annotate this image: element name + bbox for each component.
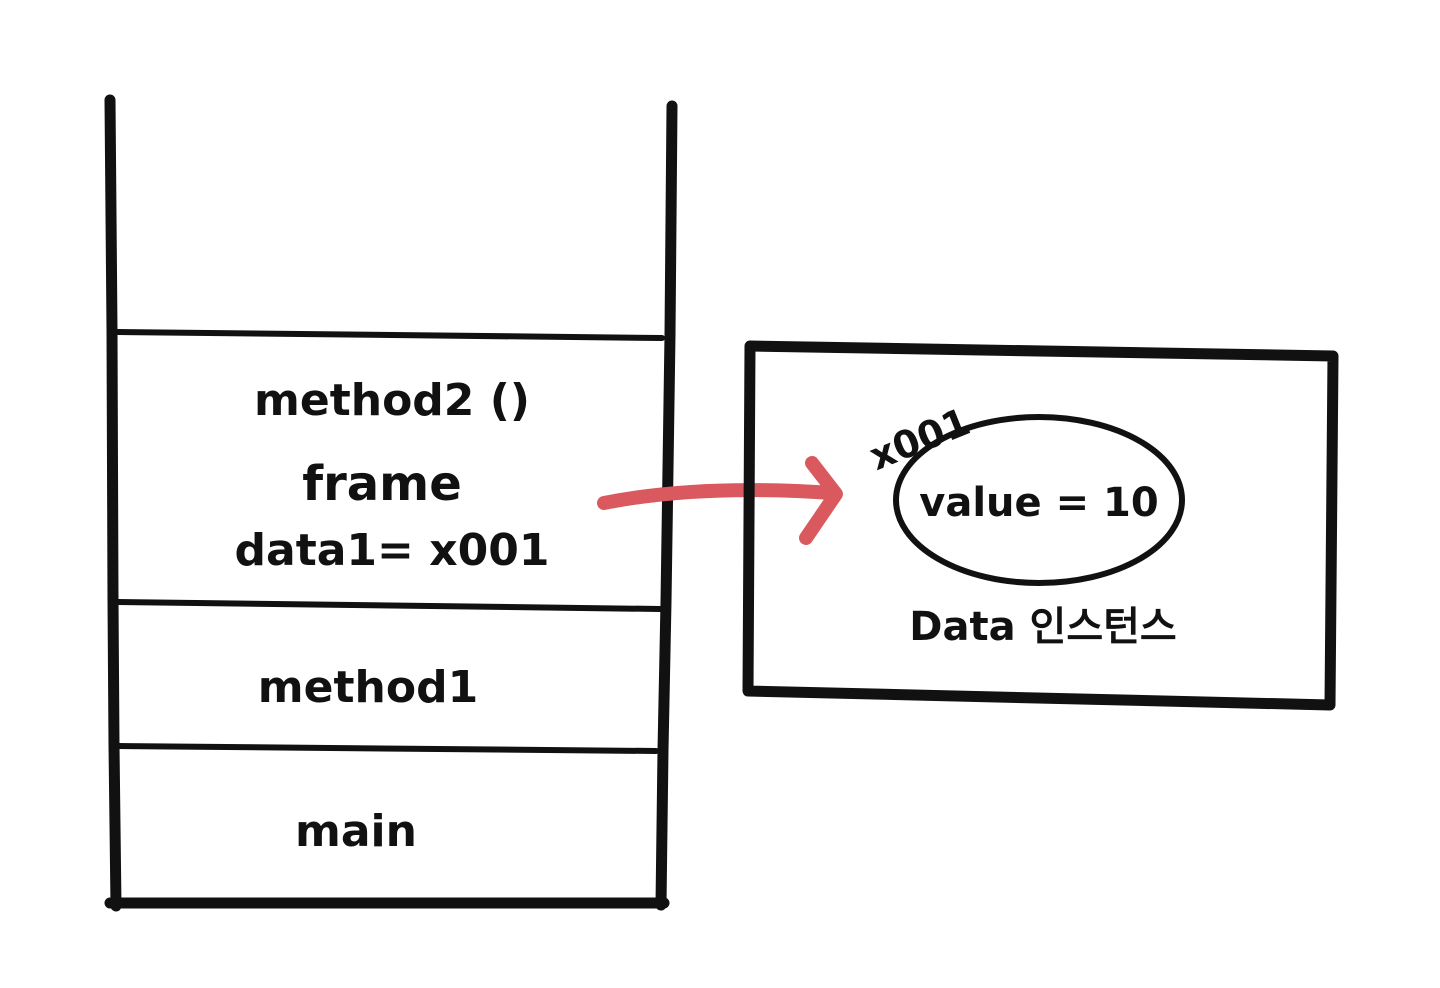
stack-left-wall: [104, 94, 122, 912]
stack-divider-3: [115, 743, 659, 754]
instance-value-oval: [893, 414, 1185, 586]
frame-label: frame: [302, 456, 462, 512]
reference-arrow: [597, 456, 843, 545]
arrow-head: [799, 456, 843, 545]
stack-frame-main: main: [295, 806, 417, 857]
stack-divider-1: [115, 329, 665, 341]
method2-label: method2 (): [254, 375, 530, 426]
heap-box-border: [742, 340, 1339, 711]
instance-value-label: value = 10: [919, 480, 1158, 526]
stack-frame-method1: method1: [258, 662, 478, 713]
heap-box: x001 value = 10 Data 인스턴스: [742, 340, 1339, 711]
stack-container: [104, 94, 678, 912]
instance-caption: Data 인스턴스: [909, 604, 1176, 650]
stack-right-wall: [655, 100, 678, 911]
arrow-shaft: [597, 483, 839, 510]
stack-divider-2: [115, 599, 663, 612]
data1-reference-label: data1= x001: [235, 525, 550, 576]
stack-frame-method2: method2 () frame data1= x001: [235, 375, 550, 576]
instance-address-label: x001: [863, 399, 976, 479]
